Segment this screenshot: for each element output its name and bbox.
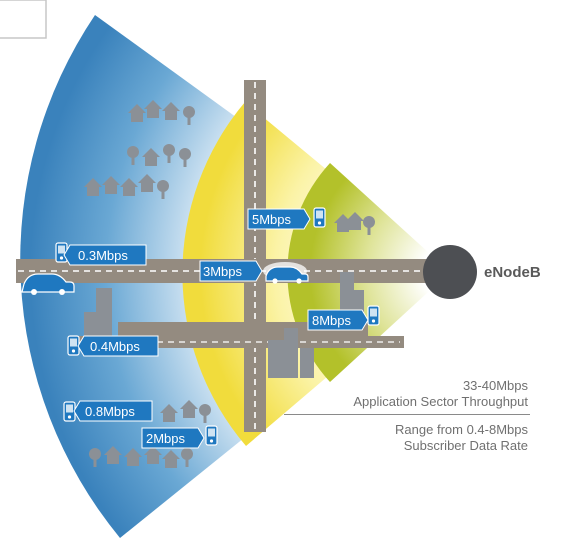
sector-throughput-label: Application Sector Throughput bbox=[353, 394, 528, 409]
phone-icon bbox=[367, 305, 380, 326]
rate-label-0-4: 0.4Mbps bbox=[77, 335, 159, 357]
building-icon bbox=[300, 348, 314, 378]
rate-text: 2Mbps bbox=[146, 431, 186, 446]
rate-text: 0.4Mbps bbox=[90, 339, 140, 354]
rate-label-5: 5Mbps bbox=[247, 208, 311, 230]
rate-text: 0.3Mbps bbox=[78, 248, 128, 263]
building-icon bbox=[84, 312, 96, 336]
building-icon bbox=[340, 272, 354, 318]
corner-frame bbox=[0, 0, 47, 39]
subscriber-rate-value: Range from 0.4-8Mbps bbox=[395, 422, 528, 437]
legend-divider bbox=[284, 414, 530, 415]
building-icon bbox=[96, 288, 112, 336]
rate-label-2: 2Mbps bbox=[141, 427, 205, 449]
sector-throughput-legend: 33-40Mbps Application Sector Throughput bbox=[353, 378, 528, 410]
building-icon bbox=[354, 290, 364, 318]
building-icon bbox=[268, 340, 284, 378]
subscriber-rate-label: Subscriber Data Rate bbox=[403, 438, 528, 453]
phone-icon bbox=[313, 207, 326, 228]
building-icon bbox=[284, 328, 298, 378]
enodeb-label: eNodeB bbox=[484, 264, 541, 281]
phone-icon bbox=[205, 425, 218, 446]
car-icon bbox=[21, 273, 75, 295]
rate-label-8: 8Mbps bbox=[307, 309, 369, 331]
rate-text: 3Mbps bbox=[203, 264, 243, 279]
building-icons bbox=[84, 272, 364, 378]
sector-throughput-value: 33-40Mbps bbox=[462, 378, 528, 393]
phone-icon bbox=[63, 401, 76, 422]
rate-text: 0.8Mbps bbox=[85, 404, 135, 419]
car-icon bbox=[263, 262, 309, 284]
rate-label-0-3: 0.3Mbps bbox=[63, 244, 147, 266]
rate-label-3: 3Mbps bbox=[199, 260, 263, 282]
subscriber-rate-legend: Range from 0.4-8Mbps Subscriber Data Rat… bbox=[395, 422, 528, 454]
rate-label-0-8: 0.8Mbps bbox=[73, 400, 153, 422]
rate-text: 5Mbps bbox=[252, 212, 292, 227]
rate-text: 8Mbps bbox=[312, 313, 352, 328]
enodeb-station-icon bbox=[423, 245, 477, 299]
phone-icon bbox=[67, 335, 80, 356]
